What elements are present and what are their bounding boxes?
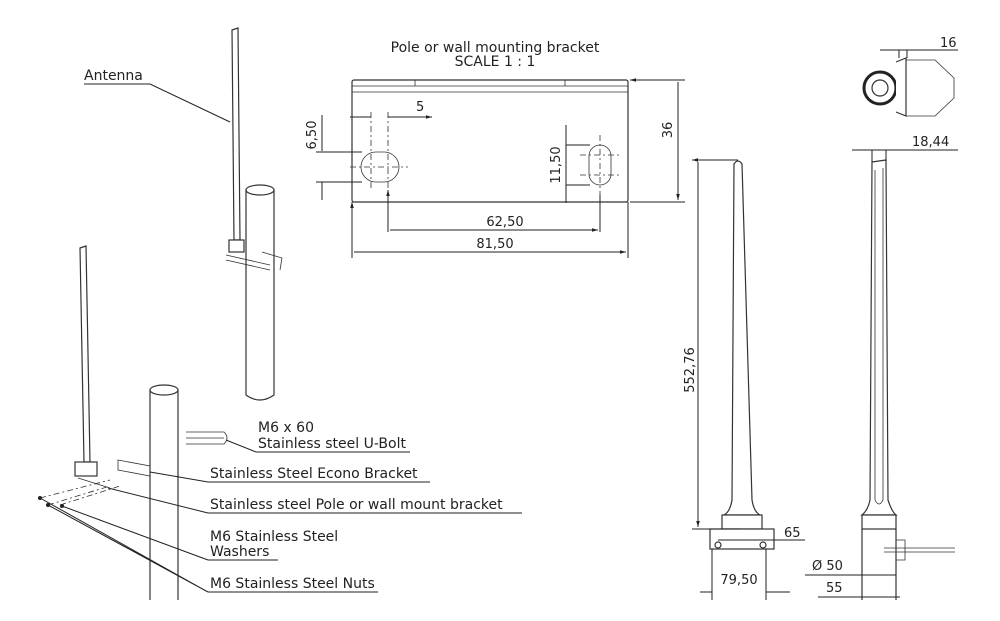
top-view <box>862 57 955 117</box>
exploded-assembly-view <box>38 245 228 600</box>
dim-tip-width: 18,44 <box>912 135 949 150</box>
econo-bracket-leader <box>149 471 430 483</box>
bracket-detail-view <box>350 79 629 203</box>
ubolt-leader <box>225 439 410 453</box>
washers-label-line2: Washers <box>210 544 269 560</box>
dim-bracket-height: 36 <box>661 122 676 139</box>
dim-top-width: 16 <box>940 36 957 51</box>
econo-bracket-label: Stainless Steel Econo Bracket <box>210 466 418 482</box>
dim-base-depth: 55 <box>826 581 843 596</box>
mount-bracket-label: Stainless steel Pole or wall mount brack… <box>210 497 503 513</box>
dim-height-line <box>692 160 740 529</box>
bracket-dimensions <box>316 80 685 258</box>
dim-hole-spacing: 62,50 <box>486 215 523 230</box>
antenna-side-view <box>860 159 955 600</box>
upper-assembly-view <box>225 27 283 401</box>
dim-pole-diameter: Ø 50 <box>812 559 843 574</box>
dim-base-width-line <box>700 549 790 600</box>
washers-leader <box>61 505 278 561</box>
dim-tip-width-line <box>852 149 958 162</box>
ubolt-size-label: M6 x 60 <box>258 420 314 436</box>
bracket-detail-scale: SCALE 1 : 1 <box>455 54 536 70</box>
dim-base-width: 79,50 <box>720 573 757 588</box>
nuts-label: M6 Stainless Steel Nuts <box>210 576 375 592</box>
mount-bracket-leader <box>107 487 522 514</box>
antenna-leader-line <box>84 83 231 123</box>
dim-top-width-line <box>880 49 958 58</box>
dim-slot-height-right: 11,50 <box>549 146 564 183</box>
antenna-front-view <box>709 160 775 550</box>
antenna-label: Antenna <box>84 68 143 84</box>
dim-bracket-width: 81,50 <box>476 237 513 252</box>
dim-antenna-height: 552,76 <box>683 347 698 393</box>
washers-label-line1: M6 Stainless Steel <box>210 529 338 545</box>
ubolt-label: Stainless steel U-Bolt <box>258 436 406 452</box>
bracket-detail-title: Pole or wall mounting bracket <box>391 40 600 56</box>
dim-slot-width: 5 <box>416 100 424 115</box>
dim-base-hole-spacing: 65 <box>784 526 801 541</box>
dim-slot-height-left: 6,50 <box>305 121 320 150</box>
nuts-leader <box>39 497 378 593</box>
